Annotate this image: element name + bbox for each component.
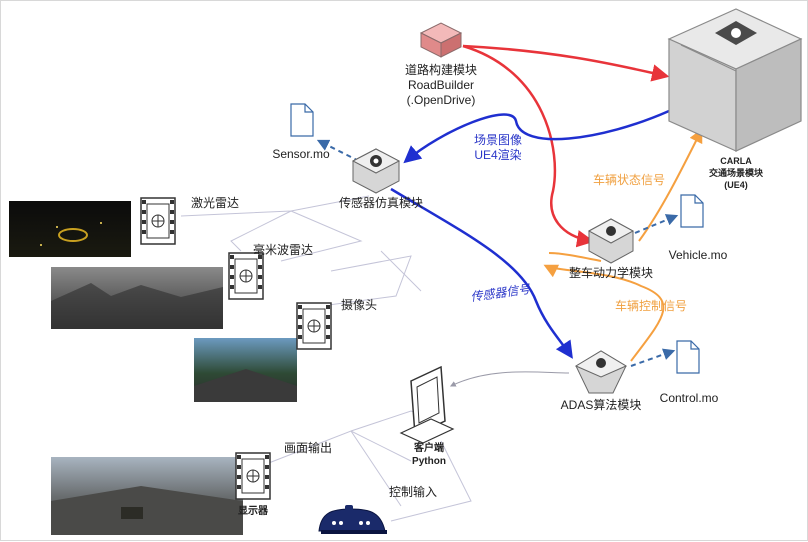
control-input-label: 控制输入 <box>389 484 437 499</box>
controller-icon[interactable] <box>318 505 387 534</box>
camera-film-icon <box>296 302 332 350</box>
display-car <box>121 507 143 519</box>
radar-film-icon <box>228 252 264 300</box>
sensor-file-name: Sensor.mo <box>272 147 330 161</box>
vehicle-to-carla-arrow <box>638 128 703 242</box>
ue4-render-label: UE4渲染 <box>474 147 521 162</box>
vehicle-control-label: 车辆控制信号 <box>615 298 687 313</box>
adas-to-vehicle-arrow <box>543 264 665 362</box>
road-to-vehicle-arrow <box>462 44 595 248</box>
adas-to-client-arrow <box>449 371 570 387</box>
control-file-name: Control.mo <box>660 391 719 405</box>
road-to-carla-arrow <box>462 44 670 82</box>
vehicle-module-label: 整车动力学模块 <box>569 265 653 280</box>
sensor-module-label: 传感器仿真模块 <box>339 195 423 210</box>
carla-title: CARLA <box>720 156 752 166</box>
carla-subtitle: 交通场景模块 <box>709 167 764 178</box>
display-film-icon <box>235 452 271 500</box>
control-file-icon[interactable] <box>676 340 700 374</box>
camera-road <box>194 369 297 402</box>
lidar-film-icon <box>140 197 176 245</box>
sensor-to-adas-arrow <box>390 187 573 359</box>
display-label: 显示器 <box>238 505 269 517</box>
display-road <box>51 486 243 535</box>
camera-label: 摄像头 <box>341 297 377 312</box>
sensor-signal-label: 传感器信号 <box>470 282 532 304</box>
vehicle-file-name: Vehicle.mo <box>669 248 728 262</box>
screen-output-label: 画面输出 <box>284 440 332 455</box>
lidar-ring <box>58 228 88 242</box>
roadbuilder-format: (.OpenDrive) <box>407 93 476 107</box>
roadbuilder-label-cn: 道路构建模块 <box>405 62 477 77</box>
client-language: Python <box>412 456 446 467</box>
carla-engine: (UE4) <box>724 180 748 190</box>
radar-label: 毫米波雷达 <box>253 242 313 257</box>
adas-module-icon[interactable] <box>574 350 628 394</box>
client-label: 客户端 <box>413 441 444 454</box>
vehicle-state-label: 车辆状态信号 <box>593 172 665 187</box>
sensor-file-link <box>316 139 360 162</box>
sensor-file-icon[interactable] <box>290 103 314 137</box>
vehicle-file-icon[interactable] <box>680 194 704 228</box>
vehicle-state-line <box>548 252 602 262</box>
sensor-module-icon[interactable] <box>351 148 401 194</box>
control-file-link <box>630 348 676 367</box>
vehicle-file-link <box>634 214 679 234</box>
carla-cube-icon[interactable] <box>667 8 803 152</box>
vehicle-module-icon[interactable] <box>587 218 635 264</box>
gray-connectors <box>180 195 472 522</box>
lidar-label: 激光雷达 <box>191 196 239 210</box>
roadbuilder-cube-icon[interactable] <box>419 22 463 58</box>
carla-to-sensor-arrow <box>403 109 670 164</box>
radar-scene <box>51 283 223 329</box>
roadbuilder-label-en: RoadBuilder <box>408 78 474 92</box>
client-computer-icon[interactable] <box>399 365 455 444</box>
scene-image-label: 场景图像 <box>474 133 522 147</box>
adas-module-label: ADAS算法模块 <box>561 397 642 412</box>
